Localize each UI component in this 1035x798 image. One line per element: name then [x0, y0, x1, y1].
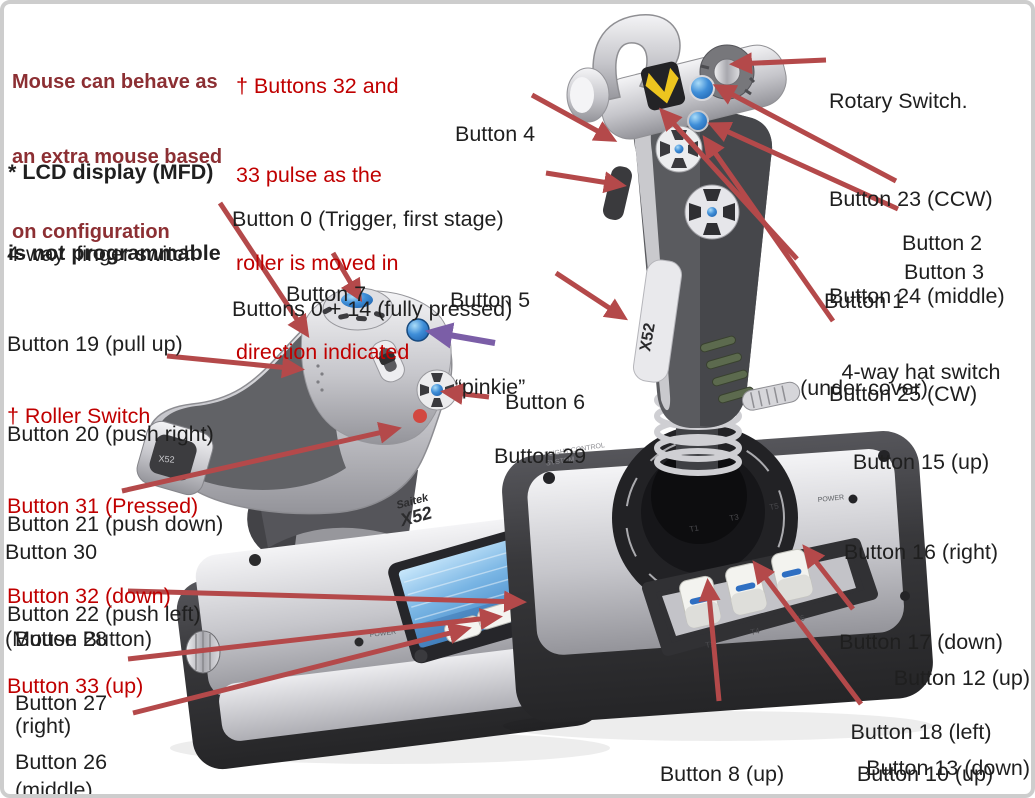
- joystick-power-led: [848, 494, 858, 504]
- label-rotary-switch: Rotary Switch. Button 23 (CCW) Button 24…: [829, 89, 1005, 406]
- label-button-27: Button 27 (middle): [15, 691, 108, 798]
- grip-side-panel: [632, 259, 683, 383]
- throttle-power-label: POWER: [369, 629, 396, 639]
- grip-ribs: [700, 335, 754, 404]
- grip-logo-text: X52: [637, 322, 659, 353]
- arrow-button-30: [121, 422, 402, 494]
- arrow-rotary-switch: [729, 52, 827, 75]
- label-buttons-8-9: Button 8 (up) Button 9 (down): [659, 762, 785, 786]
- label-button-3: Button 3: [904, 260, 985, 284]
- label-button-4: Button 4: [455, 122, 536, 146]
- throttle-slider: [371, 339, 405, 383]
- leader-arrows: [121, 52, 900, 716]
- stick-body: X52: [602, 95, 773, 428]
- note-mouse-emulation: Mouse can behave as an extra mouse based…: [12, 71, 223, 243]
- toggle-t5-t6: [771, 548, 813, 602]
- arrow-button-3: [707, 122, 900, 212]
- arrow-button-7: [330, 251, 363, 303]
- button-1-cover: [640, 61, 686, 111]
- arrow-roller-switch: [166, 353, 305, 379]
- joystick-power-label: POWER: [817, 494, 844, 504]
- throttle-handle: X52: [136, 287, 458, 515]
- cap-logo-text: X52: [158, 454, 175, 465]
- label-button-28: Button 28 (right): [15, 627, 108, 738]
- label-button-7: Button 7: [286, 282, 367, 306]
- button-3: [687, 110, 709, 132]
- arrow-button-5: [554, 270, 629, 321]
- toggle-label-t1: T1: [689, 523, 700, 534]
- fcs-line2: SYSTEM: [546, 456, 576, 467]
- cover-yellow-chevron: [645, 67, 679, 104]
- led-dots: [316, 364, 324, 392]
- arrow-button-27: [127, 607, 503, 662]
- arrow-button-29: [440, 383, 490, 405]
- label-button-2: Button 2: [902, 231, 983, 255]
- toggle-label-t4: T4: [750, 626, 762, 637]
- arrow-buttons-12-13: [802, 544, 855, 611]
- arrow-button-0-trigger: [545, 170, 627, 194]
- label-hat-switch: 4-way hat switch Button 15 (up) Button 1…: [839, 360, 1003, 744]
- label-button-30: Button 30 (Mouse Button): [5, 540, 152, 651]
- joystick-screw: [878, 450, 890, 462]
- note-lcd: * LCD display (MFD) is not programmable: [8, 160, 221, 265]
- toggle-label-t2: T2: [705, 639, 717, 650]
- toggle-label-t5: T5: [769, 501, 780, 512]
- pinkie-lever: [741, 381, 801, 411]
- note-pulse: † Buttons 32 and 33 pulse as the roller …: [236, 74, 410, 364]
- arrow-buttons-10-11: [752, 560, 863, 706]
- label-button-29: Button 29: [494, 444, 587, 468]
- arrow-finger-switch: [217, 201, 310, 339]
- arrow-button-6-purple: [424, 322, 496, 349]
- label-finger-switch: 4-way finger switch Button 19 (pull up) …: [7, 242, 224, 626]
- arrow-hat-switch: [702, 135, 836, 323]
- toggle-label-t6: T6: [795, 613, 807, 624]
- label-button-5: Button 5 “pinkie”: [449, 288, 531, 399]
- button-2: [689, 75, 715, 101]
- secondary-hat: [684, 184, 740, 240]
- label-button-6: Button 6: [505, 390, 586, 414]
- throttle-screw: [249, 554, 261, 566]
- label-button-1: Button 1 (under cover): [800, 289, 928, 400]
- throttle-screw: [414, 649, 428, 663]
- joystick-screw: [543, 472, 555, 484]
- trigger-button: [602, 166, 632, 220]
- joystick-screw: [900, 591, 910, 601]
- arrow-button-28: [127, 588, 527, 613]
- label-buttons-10-11: Button 10 (up) Button 11 (down): [856, 762, 994, 786]
- toggle-label-t3: T3: [729, 512, 740, 523]
- label-button-26: Button 26 (left): [15, 750, 108, 774]
- throttle-power-led: [354, 637, 364, 647]
- arrow-button-26: [132, 622, 472, 716]
- arrow-button-4: [530, 92, 618, 142]
- label-trigger: Button 0 (Trigger, first stage) Buttons …: [232, 207, 513, 321]
- head-cylinder: [566, 67, 610, 123]
- label-buttons-12-13: Button 12 (up) Button 13 (down): [866, 666, 1030, 780]
- arrow-button-2: [712, 84, 898, 184]
- label-roller-switch: † Roller Switch Button 31 (Pressed) Butt…: [7, 404, 199, 698]
- arrow-buttons-8-9: [698, 578, 722, 702]
- mouse-nipple: [413, 409, 427, 423]
